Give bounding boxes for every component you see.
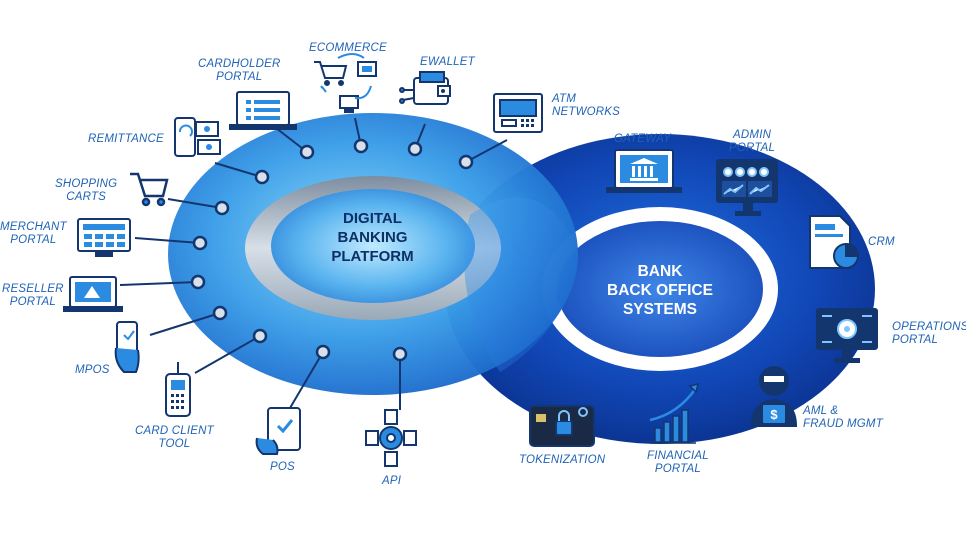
atm-icon bbox=[493, 93, 543, 133]
document-chart-icon bbox=[809, 215, 860, 269]
label-remittance: REMITTANCE bbox=[88, 133, 164, 145]
monitor-grid-icon bbox=[77, 218, 131, 257]
label-ewallet: eWALLET bbox=[420, 56, 475, 68]
label-crm: CRM bbox=[868, 236, 895, 248]
pos-touch-icon bbox=[255, 407, 301, 455]
digital-banking-center bbox=[271, 189, 475, 303]
dashboard-monitor-icon bbox=[716, 159, 778, 216]
left-ring-dots bbox=[190, 138, 474, 362]
svg-text:$: $ bbox=[770, 407, 778, 422]
label-mpos: mPOS bbox=[75, 364, 110, 376]
label-ecommerce: eCOMMERCE bbox=[309, 42, 387, 54]
label-gateway: GATEWAY bbox=[614, 133, 671, 145]
left-connectors bbox=[119, 117, 508, 410]
cart-cycle-icon bbox=[314, 53, 377, 113]
api-gear-icon bbox=[365, 409, 417, 467]
label-reseller-portal: RESELLER PORTAL bbox=[2, 283, 64, 308]
hand-phone-icon bbox=[114, 321, 140, 373]
label-financial-portal: FINANCIAL PORTAL bbox=[647, 450, 709, 475]
bank-laptop-icon bbox=[606, 149, 682, 193]
digital-banking-platform-title: DIGITAL BANKING PLATFORM bbox=[331, 210, 414, 265]
hacker-icon: $ bbox=[750, 366, 798, 427]
label-admin-portal: ADMIN PORTAL bbox=[729, 129, 776, 154]
label-aml-fraud-mgmt: AML & FRAUD MGMT bbox=[803, 405, 883, 430]
label-shopping-carts: SHOPPING CARTS bbox=[55, 178, 118, 203]
laptop-list-icon bbox=[229, 91, 297, 130]
laptop-logo-icon bbox=[63, 276, 123, 312]
label-tokenization: TOKENIZATION bbox=[519, 454, 606, 466]
phone-transfer-icon bbox=[174, 117, 221, 157]
ops-monitor-icon bbox=[816, 308, 878, 363]
ring-overlap bbox=[464, 197, 578, 372]
label-atm-networks: ATM NETWORKS bbox=[552, 93, 621, 118]
wallet-icon bbox=[399, 71, 451, 105]
card-lock-icon bbox=[529, 405, 595, 447]
label-api: API bbox=[382, 475, 402, 487]
shopping-cart-icon bbox=[130, 172, 169, 207]
growth-chart-icon bbox=[649, 382, 700, 444]
label-operations-portal: OPERATIONS PORTAL bbox=[892, 321, 966, 346]
card-terminal-icon bbox=[165, 362, 191, 417]
label-card-client-tool: CARD CLIENT TOOL bbox=[135, 425, 214, 450]
label-cardholder-portal: CARDHOLDER PORTAL bbox=[198, 58, 281, 83]
bank-back-office-title: BANK BACK OFFICE SYSTEMS bbox=[607, 263, 713, 318]
label-pos: POS bbox=[270, 461, 295, 473]
back-office-center bbox=[557, 221, 763, 357]
label-merchant-portal: MERCHANT PORTAL bbox=[0, 221, 67, 246]
